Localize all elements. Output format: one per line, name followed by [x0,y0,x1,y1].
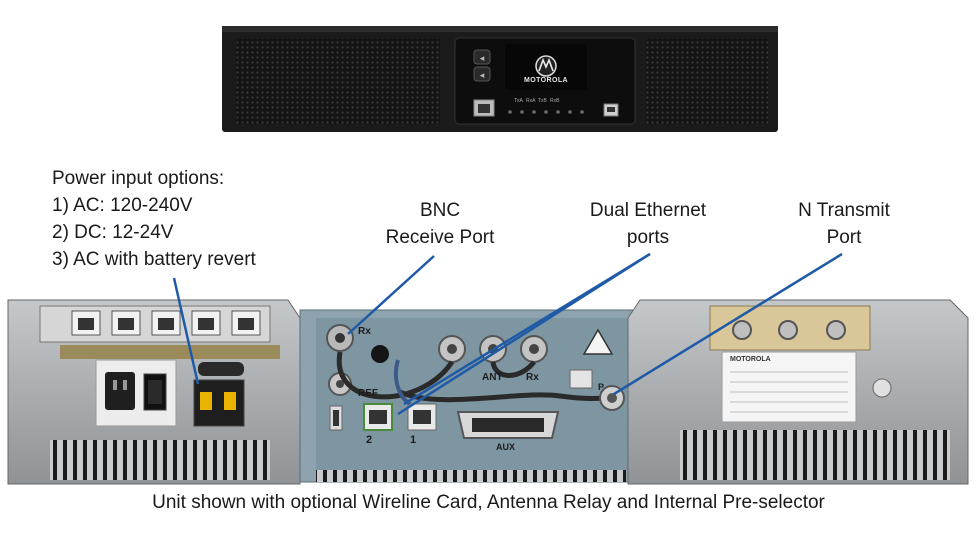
rf-cable-loop [336,351,455,400]
aux-label: AUX [496,442,516,452]
rx-top-label: Rx [358,326,371,337]
figure-caption: Unit shown with optional Wireline Card, … [152,492,825,513]
power-options-title: Power input options: [52,168,225,189]
product-label [721,351,857,423]
volume-up-button[interactable] [473,49,491,65]
power-option-3: 3) AC with battery revert [52,249,256,270]
bnc-callout-line-2: Receive Port [385,227,495,248]
power-options-block: Power input options: 1) AC: 120-240V 2) … [52,165,256,273]
rx-label: Rx [526,372,539,383]
callout-lines [172,252,843,416]
front-led-label-3: TxB [538,98,547,104]
power-module [7,299,301,485]
n-transmit-callout-line-2: Port [826,227,862,248]
power-option-1: 1) AC: 120-240V [52,195,193,216]
volume-down-button[interactable] [473,66,491,82]
power-option-2: 2) DC: 12-24V [52,222,174,243]
callout-line-n-transmit [613,252,843,396]
n-transmit-callout-line-1: N Transmit [798,200,890,221]
ref-label: REF [358,388,378,399]
eth2-label: 2 [366,434,373,446]
rear-brand-text: MOTOROLA [730,356,771,363]
ethernet-callout-line-2: ports [626,227,670,248]
svg-text:◂: ◂ [480,53,485,63]
ethernet-callout-line-1: Dual Ethernet [589,200,707,221]
front-brand-text: MOTOROLA [524,77,568,84]
hot-surface-warning-icon [582,328,614,355]
front-led-label-1: TxA [514,98,523,104]
ant-label: ANT [482,372,503,383]
p-label: P [598,382,605,392]
svg-text:◂: ◂ [480,70,485,80]
front-vent-right [646,38,768,124]
callout-line-ethernet-b [403,252,651,406]
front-led-row [508,110,584,114]
pa-module [627,299,969,485]
p-connector[interactable] [569,369,593,389]
bnc-callout-line-1: BNC [419,200,461,221]
front-led-label-4: RxB [550,98,560,104]
callout-line-power [172,277,200,385]
front-led-label-2: RxA [526,98,536,104]
n-transmit-callout: N Transmit Port [776,197,912,251]
front-vent-left [236,38,440,124]
callout-line-bnc [347,255,435,335]
connector-panel [299,309,641,483]
ethernet-callout: Dual Ethernet ports [566,197,730,251]
ground-terminal-icon [872,378,892,398]
bnc-callout: BNC Receive Port [360,197,520,251]
wireline-ports [71,310,261,336]
eth1-label: 1 [410,434,417,446]
